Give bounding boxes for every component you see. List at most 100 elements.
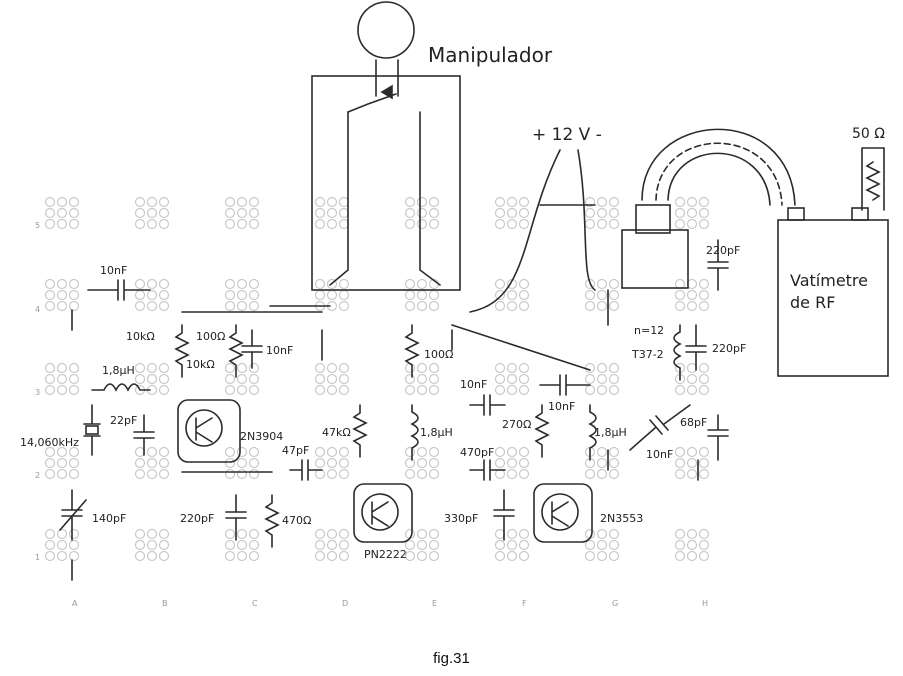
breadboard-hole — [236, 468, 248, 480]
breadboard-hole — [596, 278, 608, 290]
breadboard-hole — [686, 528, 698, 540]
breadboard-hole — [158, 446, 170, 458]
lbl-c-10nf-c: 10nF — [460, 378, 487, 391]
breadboard-hole — [506, 384, 518, 396]
row-label: 5 — [35, 221, 40, 230]
toroid-coil — [673, 324, 682, 381]
breadboard-hole — [674, 218, 686, 230]
breadboard-hole — [416, 278, 428, 290]
labels: Manipulador + 12 V - Vatímetre de RF 50 … — [20, 43, 885, 561]
breadboard-hole — [44, 539, 56, 551]
breadboard-hole — [68, 300, 80, 312]
breadboard-hole — [56, 539, 68, 551]
cap-10nf-e — [629, 404, 691, 451]
breadboard-hole — [44, 468, 56, 480]
lbl-c-47pf: 47pF — [282, 444, 309, 457]
breadboard-hole — [224, 446, 236, 458]
breadboard-hole — [518, 362, 530, 374]
breadboard-hole — [146, 196, 158, 208]
breadboard-hole — [134, 468, 146, 480]
key-contact — [347, 93, 397, 113]
breadboard-hole — [236, 278, 248, 290]
breadboard-hole — [224, 373, 236, 385]
transistor-2n3553-body — [533, 483, 593, 543]
breadboard-hole — [56, 468, 68, 480]
breadboard-hole — [158, 373, 170, 385]
breadboard-hole — [338, 539, 350, 551]
breadboard-hole — [608, 384, 620, 396]
breadboard-hole — [68, 457, 80, 469]
breadboard-hole — [428, 528, 440, 540]
breadboard-hole — [326, 468, 338, 480]
breadboard-hole — [608, 528, 620, 540]
breadboard-hole — [326, 457, 338, 469]
breadboard-hole — [224, 300, 236, 312]
breadboard-hole — [428, 300, 440, 312]
breadboard-hole — [326, 278, 338, 290]
cap-220pf-a — [707, 239, 729, 291]
lbl-c-220pf-b: 220pF — [712, 342, 746, 355]
meter-load-jack — [851, 207, 869, 221]
breadboard-hole — [146, 457, 158, 469]
breadboard-hole — [518, 384, 530, 396]
breadboard-hole — [596, 528, 608, 540]
key-title: Manipulador — [428, 43, 553, 67]
breadboard-hole — [338, 196, 350, 208]
breadboard-hole — [608, 300, 620, 312]
breadboard-hole — [134, 289, 146, 301]
breadboard-hole — [338, 457, 350, 469]
key-knob — [357, 1, 415, 59]
breadboard-hole — [698, 550, 710, 562]
lbl-toroid-n: n=12 — [634, 324, 664, 337]
breadboard-hole — [44, 196, 56, 208]
lbl-c-10nf-e: 10nF — [646, 448, 673, 461]
inductor-1 — [91, 383, 151, 392]
breadboard-hole — [686, 539, 698, 551]
breadboard-hole — [56, 196, 68, 208]
breadboard-hole — [248, 384, 260, 396]
breadboard-hole — [428, 457, 440, 469]
breadboard-hole — [494, 373, 506, 385]
cap-10nf-b — [241, 329, 263, 369]
breadboard-hole — [248, 468, 260, 480]
breadboard-hole — [146, 300, 158, 312]
breadboard-hole — [326, 289, 338, 301]
breadboard-hole — [596, 373, 608, 385]
breadboard-hole — [494, 550, 506, 562]
breadboard-hole — [686, 373, 698, 385]
breadboard-hole — [326, 384, 338, 396]
breadboard-hole — [698, 207, 710, 219]
breadboard-hole — [404, 289, 416, 301]
column-label: E — [432, 599, 437, 608]
breadboard-hole — [608, 457, 620, 469]
cap-220pf-b — [685, 324, 707, 371]
breadboard-hole — [44, 528, 56, 540]
lbl-q-2n3904: 2N3904 — [240, 430, 283, 443]
breadboard-hole — [146, 468, 158, 480]
breadboard-hole — [584, 362, 596, 374]
breadboard-hole — [596, 362, 608, 374]
breadboard-hole — [134, 539, 146, 551]
cap-10nf-c — [469, 394, 506, 416]
breadboard-hole — [224, 384, 236, 396]
breadboard-hole — [338, 384, 350, 396]
breadboard-hole — [674, 550, 686, 562]
breadboard-hole — [428, 539, 440, 551]
breadboard-hole — [506, 289, 518, 301]
breadboard-hole — [236, 207, 248, 219]
breadboard-hole — [674, 446, 686, 458]
breadboard-hole — [494, 384, 506, 396]
breadboard-hole — [506, 539, 518, 551]
breadboard-hole — [56, 218, 68, 230]
breadboard-hole — [44, 289, 56, 301]
lbl-c-22pf: 22pF — [110, 414, 137, 427]
breadboard-hole — [44, 457, 56, 469]
key-stem — [375, 59, 399, 97]
breadboard-hole — [338, 528, 350, 540]
res-10k-a — [174, 324, 190, 378]
cap-trimmer-140pf — [59, 489, 87, 541]
breadboard-hole — [158, 457, 170, 469]
lbl-c-330pf: 330pF — [444, 512, 478, 525]
breadboard-hole — [158, 300, 170, 312]
breadboard-hole — [494, 196, 506, 208]
